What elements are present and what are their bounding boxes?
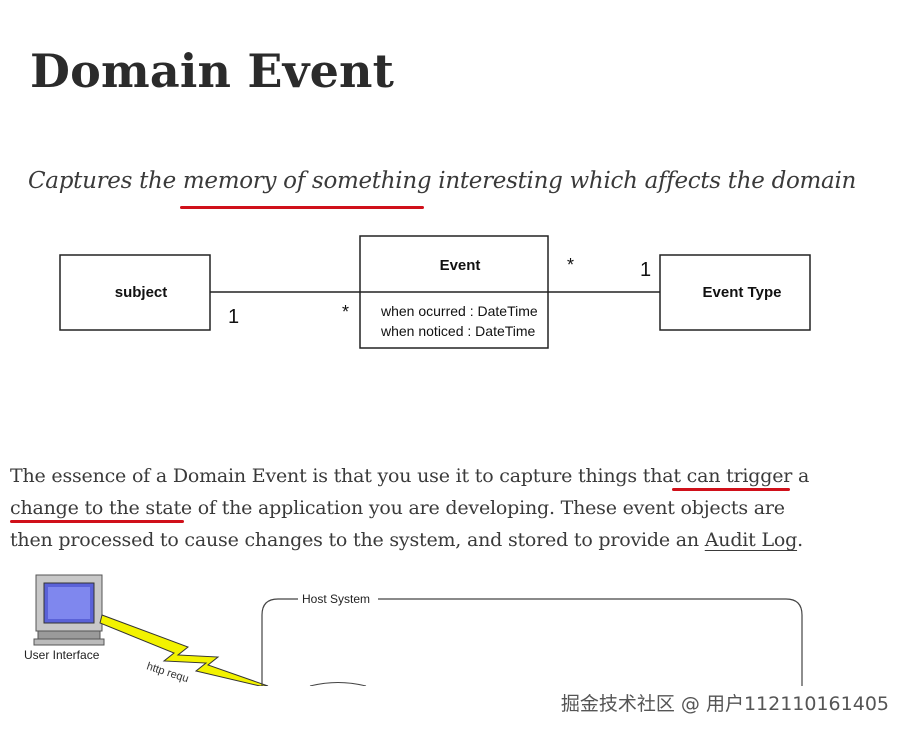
computer-icon bbox=[33, 574, 105, 646]
highlight-change-state: change to the state bbox=[10, 497, 192, 519]
http-label: http requ bbox=[145, 660, 190, 685]
mult-subject: 1 bbox=[228, 306, 239, 328]
mult-event-right: * bbox=[567, 255, 574, 275]
event-attr-noticed: when noticed : DateTime bbox=[380, 323, 536, 339]
event-attr-ocurred: when ocurred : DateTime bbox=[380, 303, 538, 319]
event-type-label: Event Type bbox=[703, 284, 782, 301]
event-type-box bbox=[659, 254, 811, 331]
host-system-frame bbox=[261, 598, 803, 686]
mult-event-left: * bbox=[342, 302, 349, 322]
page-subtitle: Captures the memory of something interes… bbox=[28, 168, 857, 194]
trigger-highlight-mark bbox=[672, 488, 790, 491]
host-system-arc bbox=[309, 682, 367, 686]
watermark: 掘金技术社区 @ 用户112110161405 bbox=[560, 693, 889, 715]
paragraph-line-3: then processed to cause changes to the s… bbox=[10, 529, 803, 551]
host-system-diagram: User Interface http requ Host System bbox=[24, 574, 803, 686]
state-highlight-mark bbox=[10, 520, 184, 523]
mult-event-type: 1 bbox=[640, 259, 651, 281]
host-system-label: Host System bbox=[302, 592, 370, 606]
uml-class-diagram: subject 1 * Event when ocurred : DateTim… bbox=[59, 235, 811, 349]
highlight-can-trigger: can trigger a bbox=[686, 465, 810, 487]
paragraph-line-1: The essence of a Domain Event is that yo… bbox=[10, 465, 810, 487]
paragraph-line-2: change to the state of the application y… bbox=[10, 497, 785, 519]
audit-log-link[interactable]: Audit Log bbox=[704, 529, 798, 551]
subject-box bbox=[59, 254, 211, 331]
subtitle-highlight-mark bbox=[180, 206, 424, 209]
event-label: Event bbox=[440, 257, 481, 274]
body-paragraph: The essence of a Domain Event is that yo… bbox=[10, 460, 890, 556]
page-title: Domain Event bbox=[30, 44, 395, 98]
lightning-bolt bbox=[99, 614, 269, 686]
subject-label: subject bbox=[115, 284, 168, 301]
user-interface-label: User Interface bbox=[24, 648, 100, 662]
